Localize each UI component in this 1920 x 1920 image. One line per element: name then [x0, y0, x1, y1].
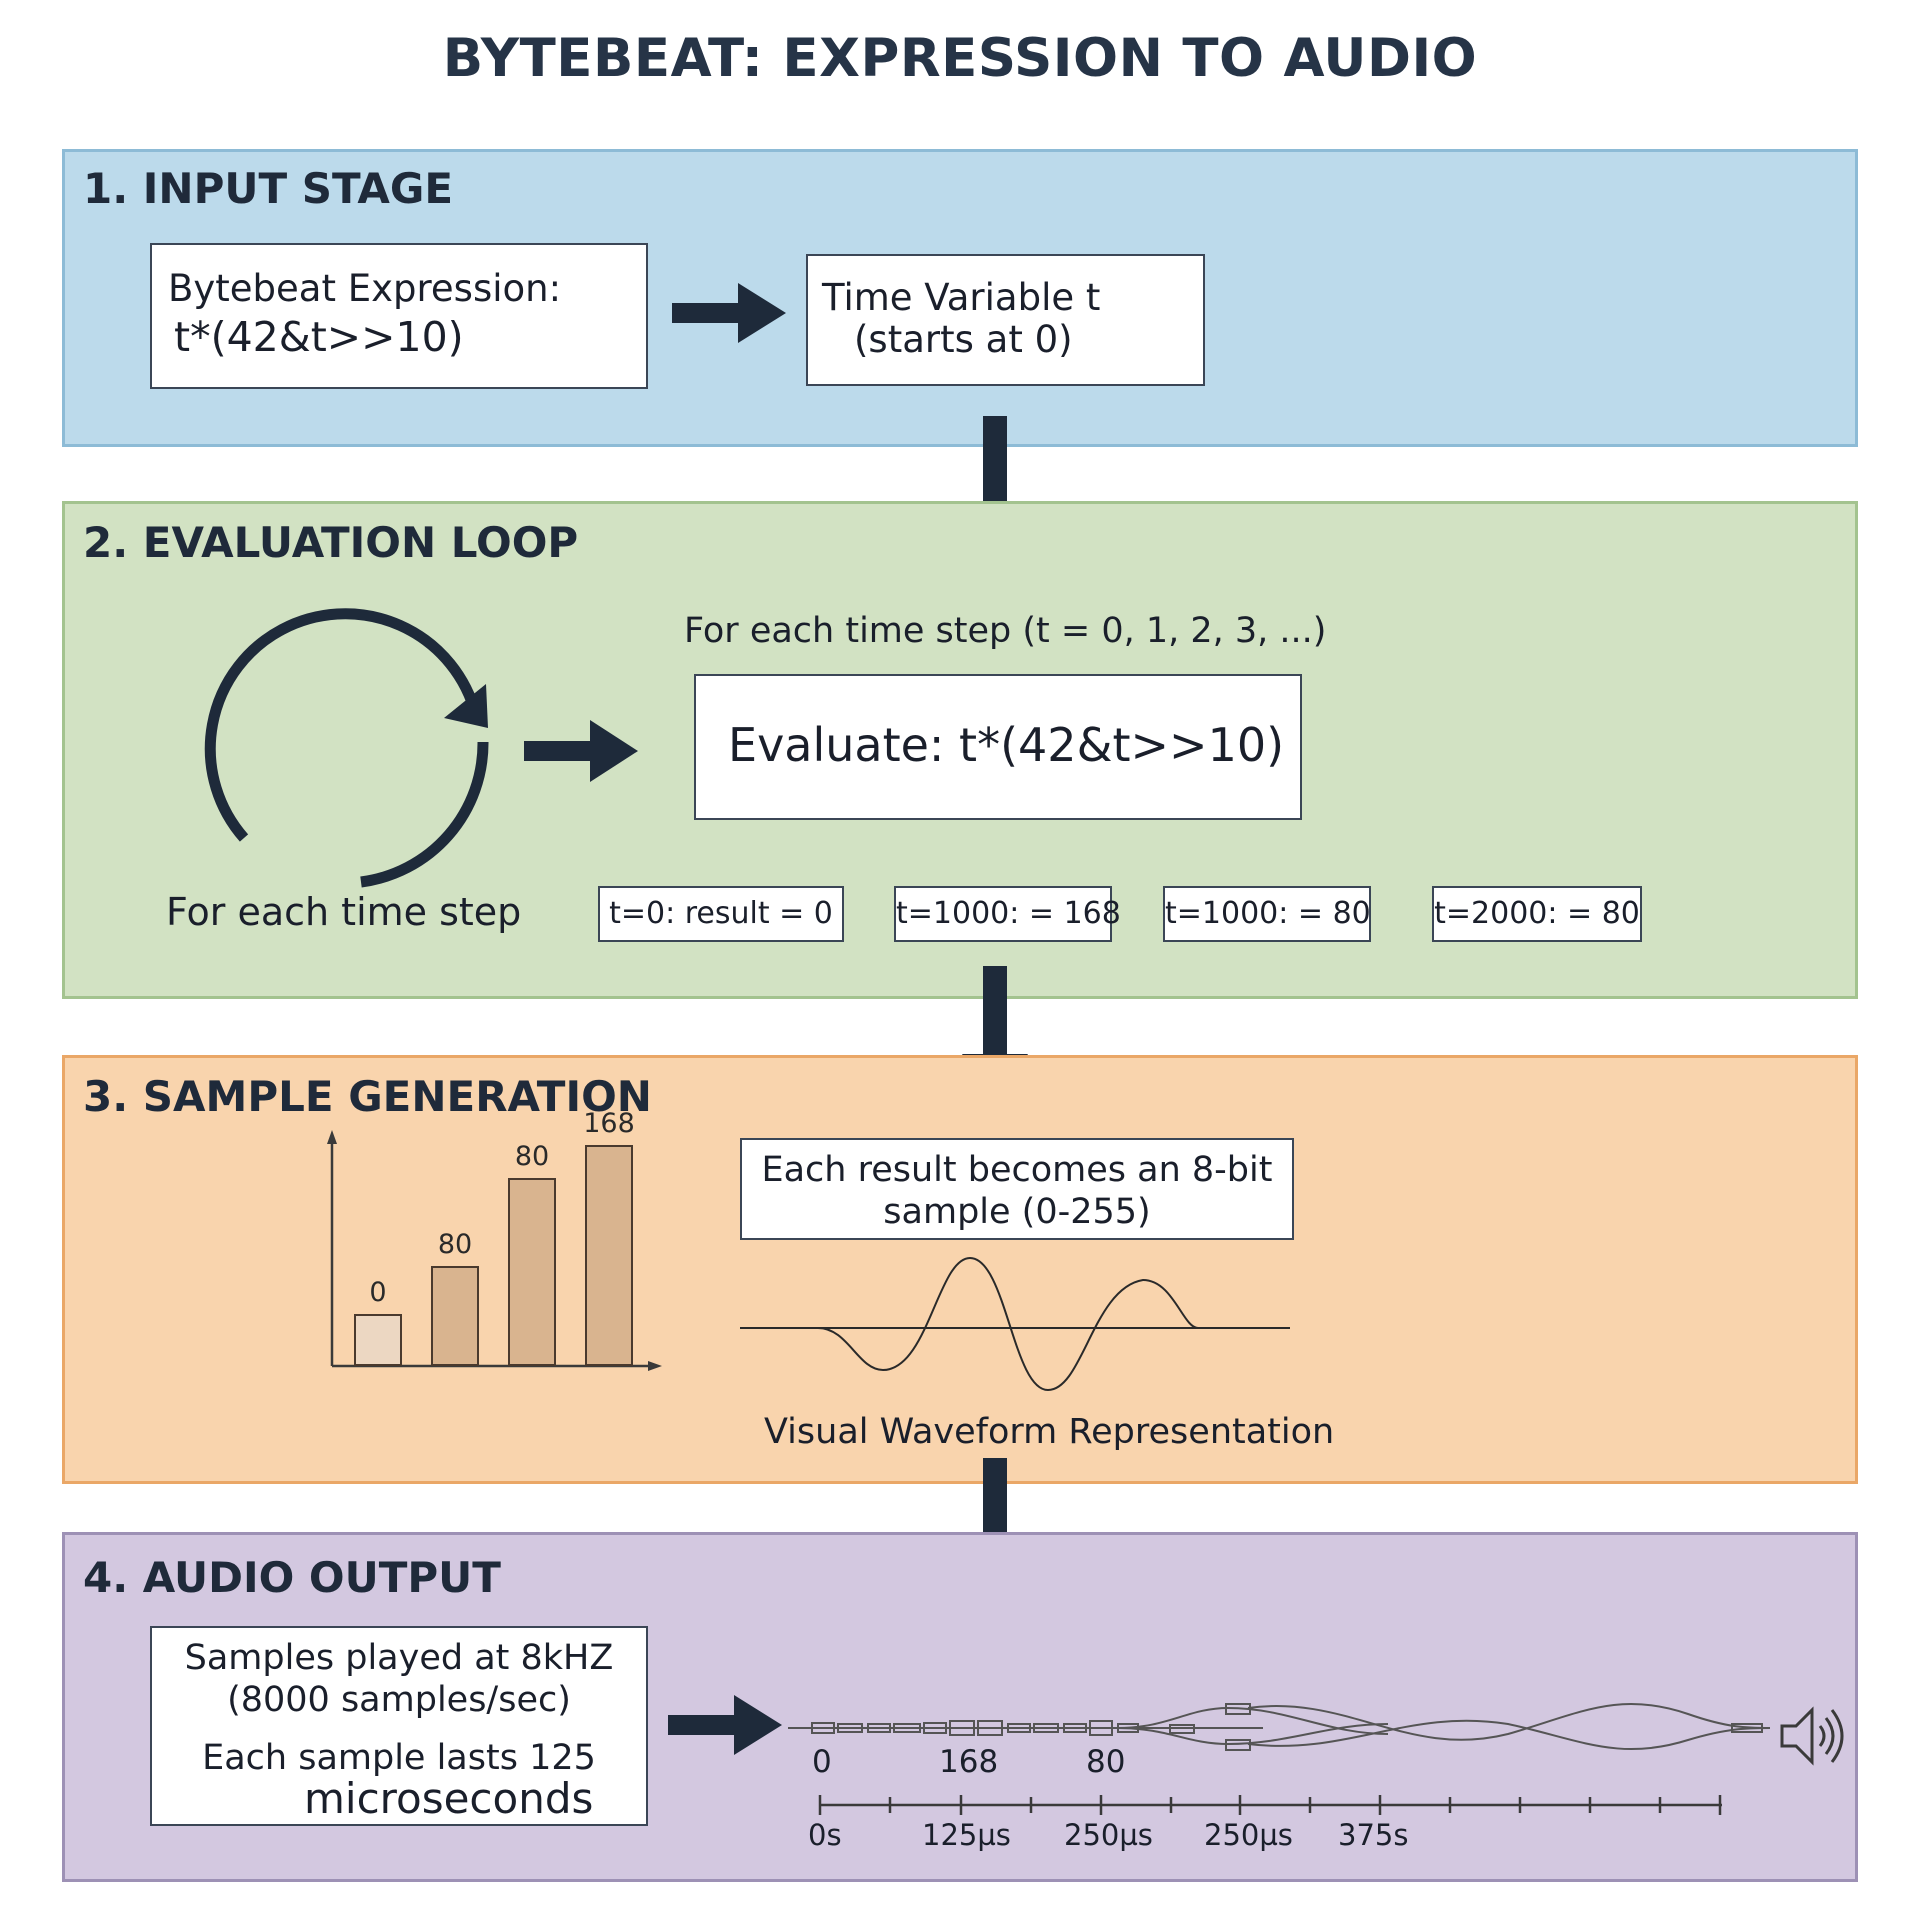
waveform-label: Visual Waveform Representation — [764, 1412, 1335, 1452]
sample-bar-label: 80 — [438, 1229, 472, 1260]
time-variable-box: Time Variable t (starts at 0) — [806, 254, 1205, 386]
sample-note-line1: Each result becomes an 8-bit — [761, 1150, 1273, 1190]
samples-per-sec-text: (8000 samples/sec) — [227, 1680, 571, 1720]
time-tick-label: 250µs — [1064, 1818, 1153, 1852]
sample-bar — [585, 1145, 633, 1366]
result-chip: t=1000: = 80 — [1163, 886, 1371, 942]
audio-output-heading: 4. AUDIO OUTPUT — [83, 1553, 501, 1602]
time-tick-label: 0s — [808, 1818, 842, 1852]
sample-note-line2: sample (0-255) — [883, 1192, 1151, 1232]
sample-bar-chart: 0 80 80 168 — [327, 1108, 662, 1371]
expression-label: Bytebeat Expression: — [168, 267, 562, 310]
playback-info-box: Samples played at 8kHZ (8000 samples/sec… — [150, 1626, 648, 1826]
result-chip: t=2000: = 80 — [1432, 886, 1642, 942]
time-axis — [818, 1795, 1722, 1815]
audio-signal-graphic — [788, 1702, 1771, 1751]
sample-note-box: Each result becomes an 8-bit sample (0-2… — [740, 1138, 1294, 1240]
waveform-graphic — [740, 1256, 1290, 1392]
evaluation-loop-heading: 2. EVALUATION LOOP — [83, 518, 579, 567]
signal-sample-value: 0 — [812, 1744, 832, 1780]
sample-bar — [431, 1266, 479, 1366]
time-variable-label: Time Variable t — [822, 276, 1101, 319]
waveform-curve — [817, 1256, 1199, 1392]
signal-sample-value: 80 — [1086, 1744, 1126, 1780]
loop-cycle-icon — [204, 608, 489, 888]
evaluate-box: Evaluate: t*(42&t>>10) — [694, 674, 1302, 820]
y-axis-arrow — [327, 1130, 337, 1144]
arrow-right-icon — [672, 283, 786, 343]
time-tick-label: 250µs — [1204, 1818, 1293, 1852]
x-axis-arrow — [648, 1361, 662, 1371]
sample-duration-unit: microseconds — [304, 1774, 594, 1823]
sample-generation-heading: 3. SAMPLE GENERATION — [83, 1072, 652, 1121]
time-variable-start: (starts at 0) — [854, 318, 1073, 361]
time-tick-label: 125µs — [922, 1818, 1011, 1852]
sample-duration-text: Each sample lasts 125 — [202, 1738, 596, 1778]
evaluate-expression: Evaluate: t*(42&t>>10) — [728, 718, 1285, 772]
speaker-icon — [1780, 1706, 1844, 1766]
loop-cycle-label: For each time step — [166, 890, 522, 934]
time-tick-label: 375s — [1338, 1818, 1409, 1852]
input-stage-heading: 1. INPUT STAGE — [83, 164, 454, 213]
signal-sample-value: 168 — [939, 1744, 999, 1780]
sample-bar-label: 168 — [583, 1108, 635, 1139]
expression-box: Bytebeat Expression: t*(42&t>>10) — [150, 243, 648, 389]
arrow-right-icon — [668, 1695, 782, 1755]
expression-value: t*(42&t>>10) — [174, 313, 464, 361]
arrow-right-icon — [524, 720, 638, 782]
diagram-title: BYTEBEAT: EXPRESSION TO AUDIO — [442, 28, 1478, 89]
sample-rate-text: Samples played at 8kHZ — [184, 1638, 614, 1678]
sample-bar-label: 0 — [369, 1277, 386, 1308]
sample-generation-panel: 3. SAMPLE GENERATION — [62, 1055, 1858, 1484]
sample-bar — [508, 1178, 556, 1366]
sample-bar-label: 80 — [515, 1141, 549, 1172]
time-step-caption: For each time step (t = 0, 1, 2, 3, ...) — [684, 611, 1327, 651]
result-chip: t=1000: = 168 — [894, 886, 1121, 942]
result-chip: t=0: result = 0 — [598, 886, 844, 942]
sample-bar — [354, 1314, 402, 1366]
